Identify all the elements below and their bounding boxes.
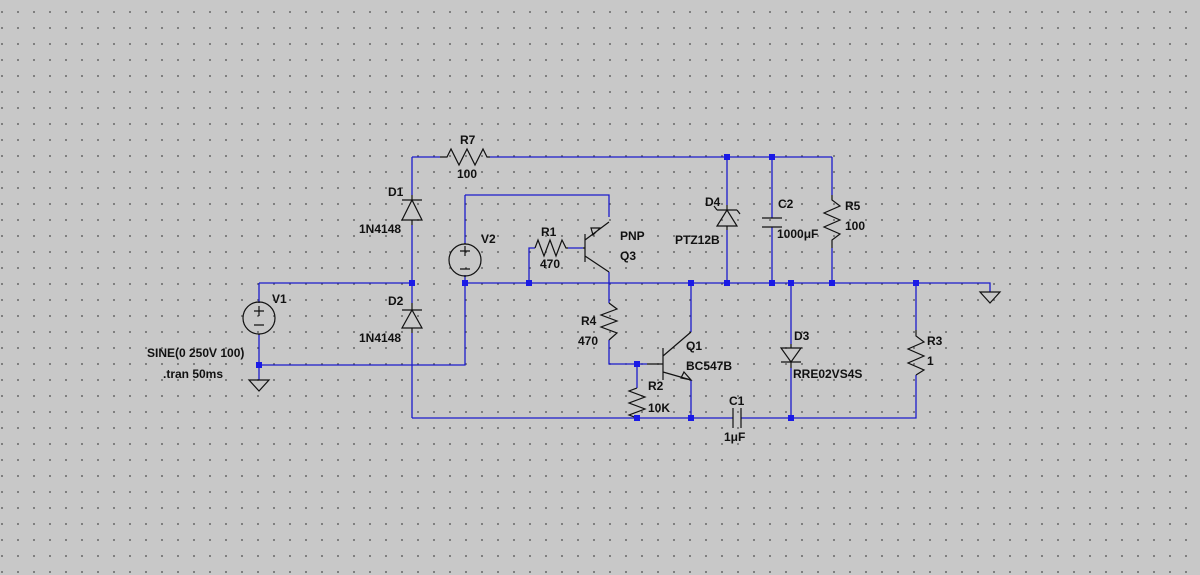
- label-r4-name: R4: [581, 314, 597, 328]
- label-c1-value: 1μF: [724, 430, 745, 444]
- wire-r1[interactable]: [528, 247, 583, 283]
- label-c2-value: 1000μF: [777, 227, 818, 241]
- transistor-q3[interactable]: [583, 221, 610, 273]
- junctions: [256, 154, 919, 421]
- wire-bottom-rail[interactable]: [412, 375, 917, 419]
- diode-d1[interactable]: [401, 195, 423, 225]
- label-c1-name: C1: [729, 394, 745, 408]
- label-d3-value: RRE02VS4S: [793, 367, 862, 381]
- label-r7-name: R7: [460, 133, 476, 147]
- label-d1-value: 1N4148: [359, 222, 401, 236]
- labels: R7 100 D1 1N4148 D2 1N4148 V1 SINE(0 250…: [147, 133, 943, 444]
- label-c2-name: C2: [778, 197, 794, 211]
- wire-q1[interactable]: [637, 283, 692, 418]
- label-r5-name: R5: [845, 199, 861, 213]
- ground-symbol-v1: [247, 379, 271, 392]
- wire-v1[interactable]: [258, 275, 466, 380]
- label-v1-value: SINE(0 250V 100): [147, 346, 244, 360]
- label-tran: .tran 50ms: [163, 367, 223, 381]
- transistor-q1[interactable]: [647, 331, 693, 381]
- label-v2-name: V2: [481, 232, 496, 246]
- diode-d3[interactable]: [779, 344, 803, 368]
- label-q1-name: Q1: [686, 339, 702, 353]
- voltage-source-v2[interactable]: [448, 243, 482, 277]
- ground-symbol-right: [978, 291, 1002, 304]
- label-r2-name: R2: [648, 379, 664, 393]
- label-d2-name: D2: [388, 294, 404, 308]
- diode-d2[interactable]: [400, 303, 424, 333]
- label-d4-name: D4: [705, 195, 721, 209]
- label-d3-name: D3: [794, 329, 810, 343]
- label-r7-value: 100: [457, 167, 477, 181]
- label-q3-name: Q3: [620, 249, 636, 263]
- label-r2-value: 10K: [648, 401, 670, 415]
- label-r1-value: 470: [540, 257, 560, 271]
- wire-r4[interactable]: [608, 340, 638, 388]
- zener-diode-d4[interactable]: [713, 205, 741, 230]
- label-d1-name: D1: [388, 185, 404, 199]
- capacitor-c1[interactable]: [732, 408, 742, 428]
- resistor-r1[interactable]: [534, 238, 568, 258]
- resistor-r5[interactable]: [822, 195, 842, 248]
- label-q1-value: BC547B: [686, 359, 732, 373]
- label-r3-value: 1: [927, 354, 934, 368]
- label-q3-value: PNP: [620, 229, 645, 243]
- label-d4-value: PTZ12B: [675, 233, 720, 247]
- capacitor-c2[interactable]: [762, 217, 782, 228]
- label-r3-name: R3: [927, 334, 943, 348]
- resistor-r7[interactable]: [440, 147, 490, 167]
- resistor-r2[interactable]: [627, 387, 647, 419]
- wire-mid-rail[interactable]: [465, 282, 991, 292]
- label-r5-value: 100: [845, 219, 865, 233]
- label-r1-name: R1: [541, 225, 557, 239]
- label-r4-value: 470: [578, 334, 598, 348]
- resistor-r3[interactable]: [906, 330, 926, 376]
- wire-v2[interactable]: [464, 194, 610, 244]
- wires: [258, 156, 991, 419]
- voltage-source-v1[interactable]: [242, 301, 276, 335]
- label-d2-value: 1N4148: [359, 331, 401, 345]
- resistor-r4[interactable]: [599, 302, 619, 341]
- label-v1-name: V1: [272, 292, 287, 306]
